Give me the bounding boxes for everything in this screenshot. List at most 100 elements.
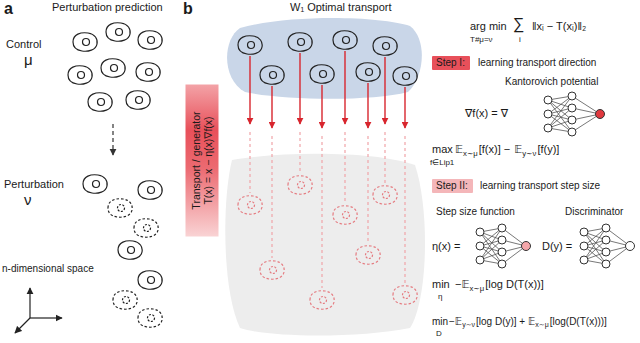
predicted-cell [373,186,397,204]
axis [30,317,62,318]
label-wrap: T#μ=ν [470,35,493,44]
label-wrap: learning transport direction [478,57,596,69]
label-wrap: min [432,278,450,291]
neuron [568,104,576,112]
neuron [498,260,506,268]
cell [356,63,380,81]
cell [88,93,112,111]
formula-term: −𝔼 [455,278,469,290]
label: i [519,35,521,44]
panel-letter: b [183,0,193,18]
node-text: T(x) = x − η(x)∇f(x) [202,116,214,204]
source-blob [227,18,422,99]
trail [249,132,250,193]
neuron [580,228,588,236]
neuron [498,224,506,232]
formula-row: −𝔼y∼ν[log D(y)] + 𝔼x∼μ[log(D(T(x)))] [449,316,607,329]
formula-row: 𝔼x∼μ[f(x)] −𝔼y∼ν[f(y)] [455,143,559,159]
neuron [568,116,576,124]
label: arg min [470,20,507,33]
output-neuron [596,110,605,119]
neuron [602,260,610,268]
network-links [480,228,526,264]
label: D(y) = [542,240,572,253]
label: D [436,329,442,338]
trail [344,132,345,203]
label: W₁ Optimal transport [290,1,392,14]
label-wrap: η [438,292,442,301]
cell-population: Controlμ [2,14,172,122]
label-wrap: D [436,329,442,338]
neuron [476,228,484,236]
panel-letter: a [4,0,13,18]
transport-box: Transport / generatorT(x) = x − η(x)∇f(x… [186,84,219,236]
trail [384,132,385,183]
target-ground [225,154,425,336]
formula-term: [f(x)] − [479,143,510,155]
cell [393,67,417,85]
transport-arrow [404,87,405,128]
perturbed-cell [138,309,162,327]
formula-term: [log D(T(x))] [485,278,544,290]
node-text: ν [24,191,32,208]
label: ∇f(x) = ∇ [465,107,508,120]
target-cells [238,176,417,309]
neuron [602,248,610,256]
axis [15,318,30,333]
label: T#μ=ν [470,35,493,44]
label-wrap: ∑ [513,15,524,33]
formula-term: x∼μ [463,149,478,158]
perturbed-cell [134,219,158,237]
label-wrap: max [432,143,453,156]
transport-arrow [271,86,272,128]
formula-term: −𝔼 [449,316,462,327]
label-wrap: D(y) = [542,240,572,253]
potential-network [544,92,605,136]
predicted-cell [333,206,357,224]
label-wrap: W₁ Optimal transport [290,1,392,14]
label-wrap: ∇f(x) = ∇ [465,107,508,120]
predicted-cell [310,291,334,309]
neuron [602,224,610,232]
formula-term: [log D(y)] + 𝔼 [476,316,535,327]
axes-icon [15,288,62,333]
neuron [544,96,552,104]
neuron [602,236,610,244]
perturbed-cell [113,291,137,309]
discriminator-network [580,224,635,268]
perturbed-cell [108,199,132,217]
node-text: Step II: [436,180,468,192]
neuron [476,242,484,250]
neuron [498,236,506,244]
formula-term: y∼ν [462,321,475,328]
transport-arrows [250,51,405,128]
predicted-cell [393,286,417,304]
label: n-dimensional space [2,263,94,275]
predicted-cell [260,261,284,279]
predicted-cell [356,246,380,264]
blob-outline [2,14,172,122]
formula-term: x∼μ [469,284,484,293]
label: Discriminator [565,206,623,218]
transport-trails [250,132,405,288]
label: min [432,316,448,328]
perturbed-cells [83,175,162,327]
trail [321,136,322,288]
neuron [568,128,576,136]
label-wrap: Kantorovich potential [505,76,598,88]
blob-shape [74,160,171,334]
label: f∈Lip1 [430,158,454,167]
label: max [432,143,453,156]
cell-population: Perturbationν [2,158,172,338]
label: η(x) = [432,240,460,253]
label-wrap: Discriminator [565,206,623,218]
connector-arrow [112,124,113,155]
formula-row: −𝔼x∼μ[log D(T(x))] [455,278,544,294]
node-text: Perturbation [4,178,64,191]
label-wrap: arg min [470,20,507,33]
transport-arrow [344,51,345,124]
label: η [438,292,442,301]
